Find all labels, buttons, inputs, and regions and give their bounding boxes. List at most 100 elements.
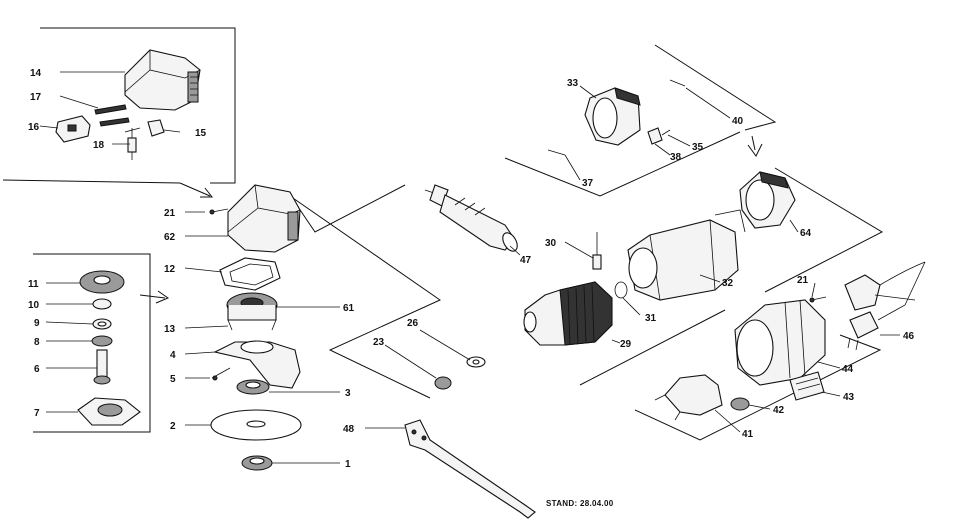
leader-lines	[39, 71, 900, 464]
label-13: 13	[164, 324, 176, 335]
leader-9	[45, 321, 94, 325]
label-11: 11	[28, 279, 39, 290]
gear-arrow-head	[155, 290, 170, 304]
leader-47	[509, 245, 521, 256]
rear-zone-line-left	[579, 309, 726, 386]
label-64: 64	[800, 228, 812, 239]
label-12: 12	[164, 264, 176, 275]
leader-32	[699, 274, 721, 283]
rear-parts	[654, 261, 926, 421]
label-30: 30	[545, 238, 557, 249]
motor-parts	[434, 209, 746, 390]
label-10: 10	[28, 300, 40, 311]
lock-button-slot	[67, 124, 77, 132]
label-37: 37	[582, 178, 594, 189]
bearing-flange-center	[97, 403, 123, 417]
armature-shaft-end	[523, 311, 537, 333]
gasket-12	[219, 257, 281, 291]
inset-arrow-head	[200, 187, 214, 198]
label-3: 3	[345, 388, 351, 399]
label-8: 8	[34, 337, 40, 348]
gear-head-edge-2	[227, 207, 259, 233]
gear-head-fins	[287, 211, 299, 241]
brush-zone-line-top	[654, 44, 777, 131]
spring-35	[661, 129, 671, 136]
leader-16	[39, 125, 59, 129]
switch-41-leads	[654, 394, 681, 421]
plug-46	[849, 311, 879, 339]
screw-21b-head	[809, 297, 815, 303]
leader-44	[817, 361, 841, 369]
label-47: 47	[520, 255, 532, 266]
gear-head-stack	[209, 184, 302, 471]
label-6: 6	[34, 364, 40, 375]
motor-zone-line	[289, 195, 442, 399]
o-ring-31	[614, 281, 628, 299]
leader-23	[384, 344, 437, 379]
handle-grip	[439, 194, 516, 251]
bevel-gear-hub	[93, 275, 111, 285]
cover-fins	[187, 71, 199, 103]
gear-parts	[77, 270, 141, 426]
stator-housing-terminals	[714, 209, 746, 233]
leader-15	[163, 129, 181, 133]
washer-9-hole	[97, 321, 107, 327]
plug-46-pins	[847, 337, 859, 351]
gasket-12-inner	[229, 263, 274, 286]
wrench-pin-1	[411, 429, 417, 435]
gear-box-outline	[33, 253, 151, 433]
plug-46-top	[844, 274, 881, 311]
spindle-lock-15	[147, 119, 165, 137]
label-44: 44	[842, 364, 854, 375]
label-46: 46	[903, 331, 915, 342]
label-33: 33	[567, 78, 579, 89]
leader-29	[611, 339, 621, 344]
nut-42	[730, 397, 750, 411]
leader-38	[654, 143, 671, 156]
label-32: 32	[722, 278, 734, 289]
motor-housing-44-opening	[736, 319, 774, 377]
spindle-collar	[93, 375, 111, 385]
leader-31	[622, 297, 641, 316]
brush-parts	[547, 79, 796, 229]
stator-housing-32	[627, 219, 739, 301]
cover-fin-lines	[190, 76, 198, 96]
leader-41	[714, 409, 741, 433]
leader-30	[564, 241, 594, 259]
label-35: 35	[692, 142, 704, 153]
washer-26-hole	[472, 359, 480, 365]
side-handle-47	[424, 184, 518, 252]
cover-edge-2	[124, 69, 151, 93]
label-61: 61	[343, 303, 355, 314]
label-38: 38	[670, 152, 682, 163]
brush-arrow-head	[747, 143, 763, 157]
screw-5-head	[212, 375, 218, 381]
label-7: 7	[34, 408, 40, 419]
label-5: 5	[170, 374, 176, 385]
rear-cap-64-bore	[745, 179, 775, 221]
leader-17	[59, 95, 99, 109]
rear-zone-line-top	[764, 167, 884, 293]
clamp-nut-1-hole	[249, 457, 265, 465]
wrench-pin-2	[421, 435, 427, 441]
label-26: 26	[407, 318, 419, 329]
cable-46	[879, 261, 926, 286]
gear-arrow-line	[139, 294, 166, 299]
label-48: 48	[343, 424, 355, 435]
label-62: 62	[164, 232, 176, 243]
revision-stamp: STAND: 28.04.00	[546, 499, 614, 508]
handle-ribs	[454, 197, 486, 216]
label-14: 14	[30, 68, 42, 79]
label-15: 15	[195, 128, 207, 139]
screw-21a	[211, 208, 229, 213]
cable-46-b	[874, 294, 916, 301]
stator-housing-opening	[628, 247, 658, 289]
inset-box-top	[40, 27, 236, 184]
nut-10	[92, 298, 112, 310]
screw-21a-head	[209, 209, 215, 215]
label-23: 23	[373, 337, 385, 348]
label-41: 41	[742, 429, 754, 440]
leader-26	[419, 329, 471, 361]
